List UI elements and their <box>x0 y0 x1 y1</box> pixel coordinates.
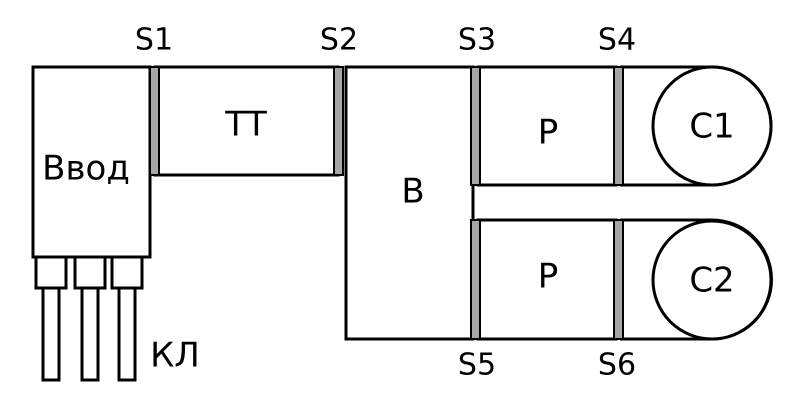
cable-leg-3 <box>110 254 144 290</box>
c2-circle <box>651 219 773 341</box>
section-label-s5: S5 <box>458 348 496 383</box>
p-top-label: Р <box>538 113 559 153</box>
separator-s2 <box>333 66 344 176</box>
separator-s1 <box>149 66 160 176</box>
p-bottom-block <box>476 218 618 341</box>
b-label: В <box>401 172 424 212</box>
tt-label: ТТ <box>224 105 267 145</box>
c2-label: С2 <box>689 261 734 301</box>
input-label: Ввод <box>42 149 130 189</box>
cable-label: КЛ <box>150 336 200 376</box>
cable-leg-2 <box>73 254 107 290</box>
separator-s5 <box>470 219 481 340</box>
cable-legs <box>34 254 144 382</box>
tt-block <box>153 65 340 177</box>
b-block <box>344 65 475 341</box>
separator-s6 <box>613 219 624 340</box>
section-label-s2: S2 <box>320 23 358 58</box>
c1-circle <box>651 65 773 187</box>
section-label-s4: S4 <box>598 23 636 58</box>
section-label-s3: S3 <box>458 23 496 58</box>
section-label-s1: S1 <box>135 23 173 58</box>
cable-leg-3-lead <box>117 286 137 382</box>
separator-s3 <box>470 66 481 186</box>
cable-leg-1 <box>34 254 68 290</box>
section-label-s6: S6 <box>598 348 636 383</box>
p-bottom-label: Р <box>538 257 559 297</box>
separators <box>149 66 624 340</box>
c1-label: С1 <box>689 107 734 147</box>
cable-leg-2-lead <box>80 286 100 382</box>
separator-s4 <box>613 66 624 186</box>
input-block <box>31 65 152 259</box>
cable-leg-1-lead <box>41 286 61 382</box>
